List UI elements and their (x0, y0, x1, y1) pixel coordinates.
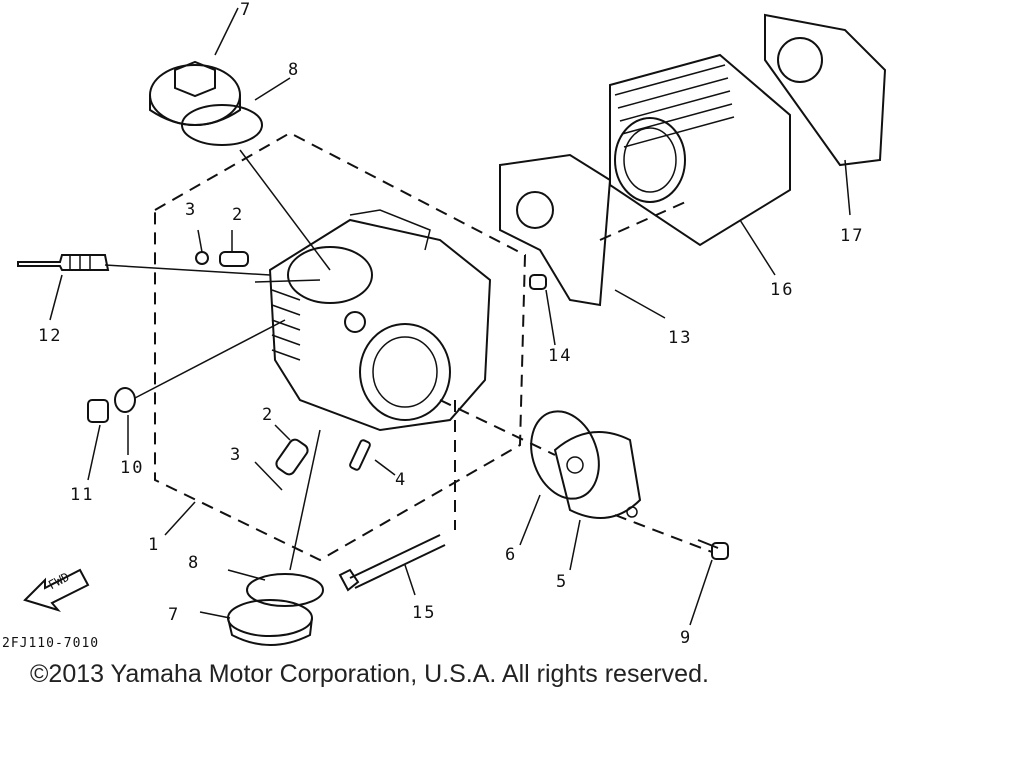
dowel-pin (529, 274, 547, 290)
base-gasket (764, 13, 887, 167)
long-bolt (338, 534, 446, 592)
plug-bolt (87, 399, 109, 423)
exploded-parts-diagram (17, 7, 887, 646)
callout-7-bottom: 7 (168, 605, 181, 625)
clip-upper (195, 251, 209, 265)
callout-7-top: 7 (240, 0, 253, 20)
head-gasket (499, 153, 612, 307)
callout-6: 6 (505, 545, 518, 565)
fwd-arrow-icon (23, 568, 90, 612)
oil-filler-cap-top (149, 60, 241, 126)
o-ring-top (181, 104, 263, 146)
callout-3-bottom: 3 (230, 445, 243, 465)
side-cover (553, 431, 642, 519)
callout-17: 17 (840, 226, 865, 246)
cover-bolt (697, 539, 729, 560)
callout-8-top: 8 (288, 60, 301, 80)
stud-bolt (349, 439, 371, 471)
o-ring-bottom (246, 573, 324, 607)
callout-16: 16 (770, 280, 795, 300)
washer (114, 387, 136, 413)
callout-2-top: 2 (232, 205, 245, 225)
oil-filler-cap-bottom (227, 599, 313, 646)
leader-lines (49, 7, 851, 626)
side-cover-gasket (530, 410, 600, 500)
callout-11: 11 (70, 485, 95, 505)
valve-guide-upper (219, 251, 249, 267)
spark-plug (17, 254, 110, 271)
drawing-code: 2FJ110-7010 (2, 636, 100, 651)
callout-13: 13 (668, 328, 693, 348)
assembly-outline (154, 131, 527, 562)
cylinder-head (268, 209, 492, 432)
callout-8-bottom: 8 (188, 553, 201, 573)
callout-1: 1 (148, 535, 161, 555)
callout-15: 15 (412, 603, 437, 623)
cylinder (609, 53, 791, 247)
callout-4: 4 (395, 470, 408, 490)
copyright-notice: ©2013 Yamaha Motor Corporation, U.S.A. A… (30, 660, 709, 688)
valve-guide-lower (275, 438, 309, 476)
callout-10: 10 (120, 458, 145, 478)
callout-3-top: 3 (185, 200, 198, 220)
callout-14: 14 (548, 346, 573, 366)
callout-12: 12 (38, 326, 63, 346)
callout-5: 5 (556, 572, 569, 592)
callout-9: 9 (680, 628, 693, 648)
callout-2-bottom: 2 (262, 405, 275, 425)
